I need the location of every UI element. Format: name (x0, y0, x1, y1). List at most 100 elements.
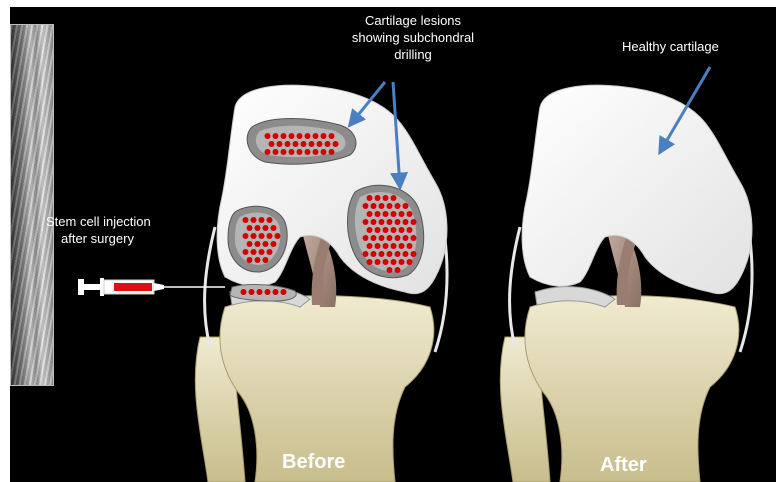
drill-hole-dot (305, 133, 311, 139)
drill-hole-dot (363, 235, 369, 241)
lesion-label-line3: drilling (328, 46, 498, 63)
drill-hole-dot (289, 133, 295, 139)
drill-hole-dot (391, 227, 397, 233)
drill-hole-dot (277, 141, 283, 147)
drill-hole-dot (321, 149, 327, 155)
drill-hole-dot (363, 219, 369, 225)
drill-hole-dot (367, 211, 373, 217)
drill-hole-dot (395, 235, 401, 241)
drill-hole-dot (395, 251, 401, 257)
drill-hole-dot (407, 259, 413, 265)
drill-hole-dot (371, 235, 377, 241)
drill-hole-dot (267, 249, 273, 255)
drill-hole-dot (281, 149, 287, 155)
drill-hole-dot (273, 133, 279, 139)
figure-canvas: Cartilage lesions showing subchondral dr… (10, 7, 776, 482)
drill-hole-dot (329, 133, 335, 139)
drill-hole-dot (395, 203, 401, 209)
drill-hole-dot (263, 225, 269, 231)
drill-hole-dot (289, 149, 295, 155)
drill-hole-dot (363, 203, 369, 209)
knee-before (195, 85, 447, 482)
drill-hole-dot (391, 195, 397, 201)
drill-hole-dot (273, 289, 279, 295)
drill-hole-dot (265, 149, 271, 155)
drill-hole-dot (309, 141, 315, 147)
drill-hole-dot (387, 219, 393, 225)
drill-hole-dot (375, 211, 381, 217)
drill-hole-dot (297, 149, 303, 155)
drill-hole-dot (379, 251, 385, 257)
drill-hole-dot (285, 141, 291, 147)
drill-hole-dot (387, 235, 393, 241)
drill-hole-dot (313, 133, 319, 139)
drill-hole-dot (243, 233, 249, 239)
lesion-label: Cartilage lesions showing subchondral dr… (328, 12, 498, 63)
drill-hole-dot (403, 251, 409, 257)
drill-hole-dot (379, 235, 385, 241)
drill-hole-dot (305, 149, 311, 155)
drill-hole-dot (265, 289, 271, 295)
drill-hole-dot (255, 225, 261, 231)
drill-hole-dot (383, 227, 389, 233)
drill-hole-dot (407, 227, 413, 233)
drill-hole-dot (399, 211, 405, 217)
drill-hole-dot (367, 195, 373, 201)
drill-hole-dot (247, 241, 253, 247)
drill-hole-dot (395, 219, 401, 225)
drill-hole-dot (391, 243, 397, 249)
drill-hole-dot (399, 243, 405, 249)
drill-hole-dot (281, 133, 287, 139)
drill-hole-dot (375, 227, 381, 233)
drill-hole-dot (387, 251, 393, 257)
lesion-tibia (230, 284, 296, 301)
lesion-label-line2: showing subchondral (328, 29, 498, 46)
drill-hole-dot (259, 217, 265, 223)
drill-hole-dot (325, 141, 331, 147)
knee-after (500, 85, 752, 482)
drill-hole-dot (407, 243, 413, 249)
drill-hole-dot (391, 259, 397, 265)
drill-hole-dot (243, 217, 249, 223)
drill-hole-dot (387, 267, 393, 273)
before-caption: Before (282, 451, 345, 474)
drill-hole-dot (371, 251, 377, 257)
drill-hole-dot (275, 233, 281, 239)
drill-hole-dot (403, 235, 409, 241)
drill-hole-dot (297, 133, 303, 139)
drill-hole-dot (251, 249, 257, 255)
injection-label-line1: Stem cell injection (46, 213, 186, 230)
drill-hole-dot (249, 289, 255, 295)
drill-hole-dot (363, 251, 369, 257)
drill-hole-dot (375, 259, 381, 265)
drill-hole-dot (399, 259, 405, 265)
drill-hole-dot (371, 219, 377, 225)
drill-hole-dot (379, 219, 385, 225)
drill-hole-dot (271, 241, 277, 247)
after-caption: After (600, 454, 647, 477)
drill-hole-dot (371, 203, 377, 209)
drill-hole-dot (259, 233, 265, 239)
drill-hole-dot (293, 141, 299, 147)
drill-hole-dot (411, 235, 417, 241)
drill-hole-dot (407, 211, 413, 217)
drill-hole-dot (411, 219, 417, 225)
drill-hole-dot (333, 141, 339, 147)
lesion-left (228, 206, 287, 272)
lesion-top (247, 119, 356, 165)
drill-hole-dot (267, 217, 273, 223)
drill-hole-dot (301, 141, 307, 147)
drill-hole-dot (267, 233, 273, 239)
drill-hole-dot (395, 267, 401, 273)
drill-hole-dot (403, 203, 409, 209)
drill-hole-dot (313, 149, 319, 155)
drill-hole-dot (269, 141, 275, 147)
drill-hole-dot (367, 243, 373, 249)
drill-hole-dot (379, 203, 385, 209)
syringe-icon (78, 278, 225, 296)
drill-hole-dot (367, 259, 373, 265)
drill-hole-dot (321, 133, 327, 139)
drill-hole-dot (243, 249, 249, 255)
drill-hole-dot (263, 241, 269, 247)
drill-hole-dot (387, 203, 393, 209)
